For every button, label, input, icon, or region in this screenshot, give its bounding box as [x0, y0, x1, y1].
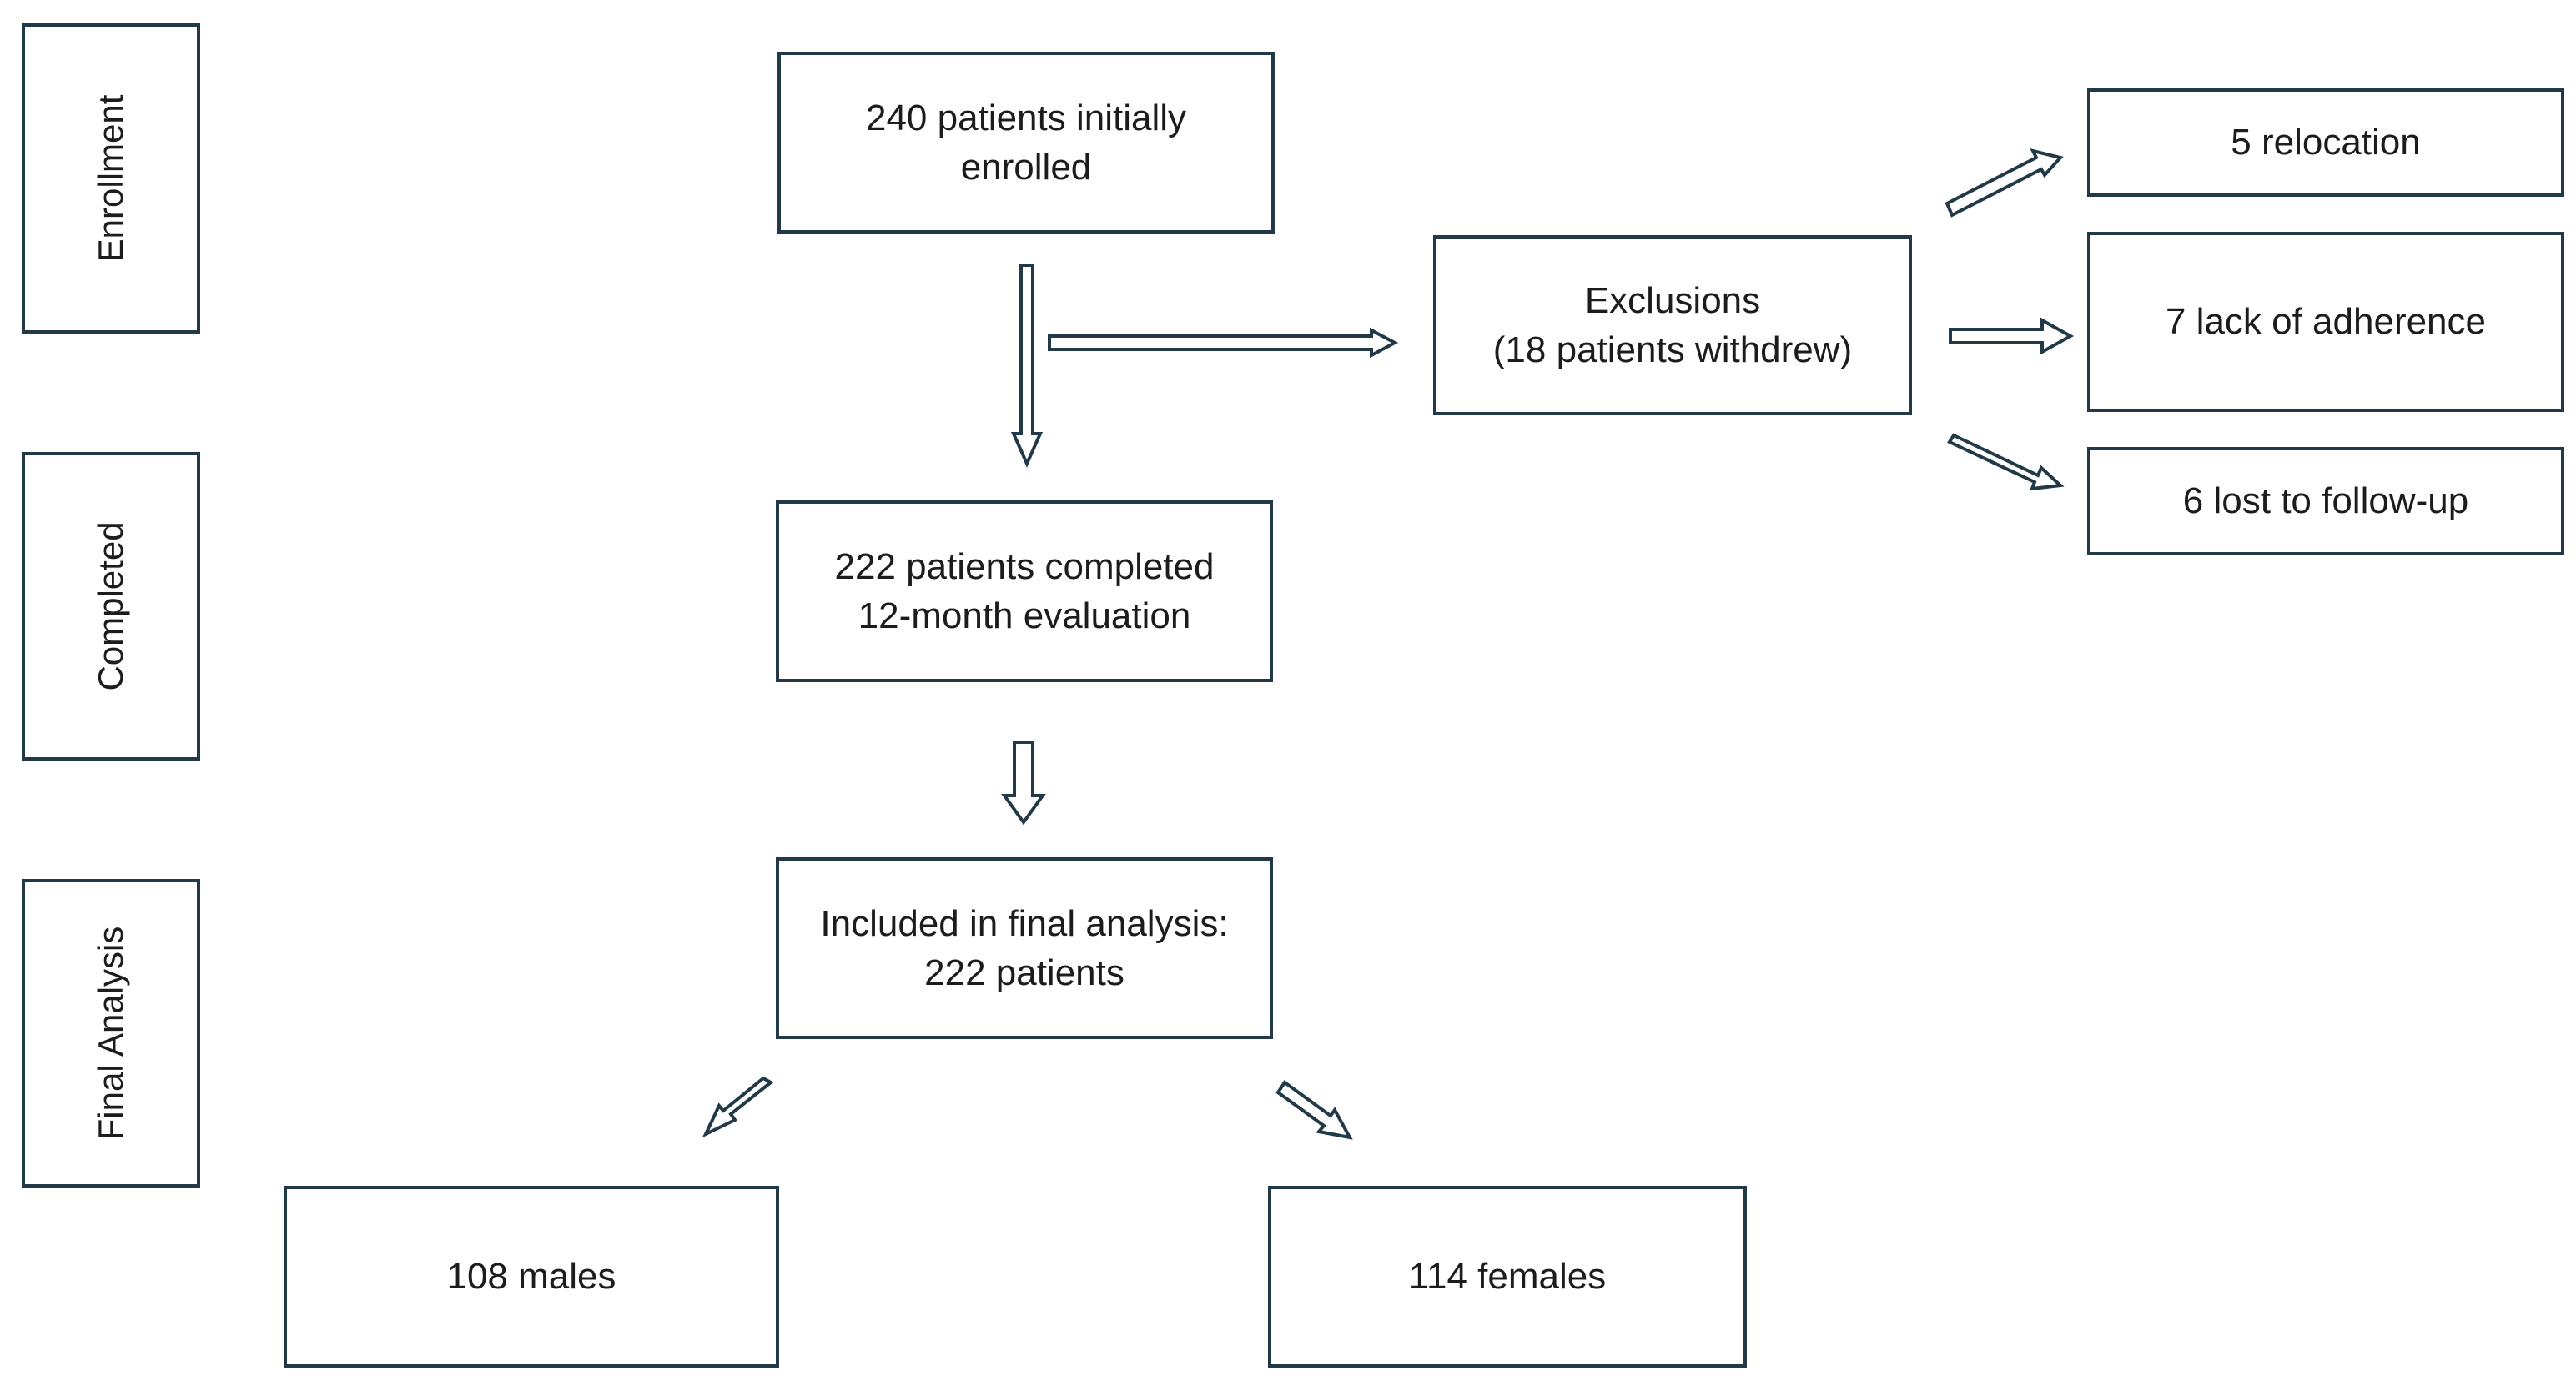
stage-final-analysis: Final Analysis	[22, 879, 200, 1188]
box-completed-line1: 222 patients completed	[834, 545, 1215, 587]
box-lack-of-adherence: 7 lack of adherence	[2087, 232, 2564, 412]
arrow-right-to-exclusions	[1048, 327, 1399, 359]
box-males: 108 males	[284, 1186, 779, 1368]
arrow-down-completed-to-included	[1001, 741, 1046, 826]
box-relocation: 5 relocation	[2087, 88, 2564, 197]
box-adherence-text: 7 lack of adherence	[2165, 301, 2487, 343]
box-included: Included in final analysis: 222 patients	[776, 857, 1273, 1039]
box-completed-line2: 12-month evaluation	[858, 595, 1191, 636]
stage-enrollment: Enrollment	[22, 23, 200, 334]
box-relocation-text: 5 relocation	[2231, 122, 2421, 163]
box-included-line2: 222 patients	[924, 952, 1124, 993]
box-enrolled: 240 patients initially enrolled	[777, 52, 1275, 234]
arrow-to-relocation	[1945, 148, 2064, 218]
arrow-to-males	[702, 1076, 774, 1138]
box-females: 114 females	[1268, 1186, 1747, 1368]
box-exclusions-line2: (18 patients withdrew)	[1492, 329, 1853, 370]
box-exclusions-line1: Exclusions	[1584, 279, 1761, 321]
box-exclusions: Exclusions (18 patients withdrew)	[1433, 235, 1912, 415]
arrow-down-enrolled-to-completed	[1010, 264, 1044, 468]
stage-completed: Completed	[22, 452, 200, 761]
arrow-to-females	[1275, 1080, 1353, 1140]
box-included-line1: Included in final analysis:	[820, 902, 1229, 944]
box-enrolled-line2: enrolled	[960, 147, 1092, 188]
box-males-text: 108 males	[446, 1256, 616, 1298]
box-completed: 222 patients completed 12-month evaluati…	[776, 500, 1273, 682]
box-lost-to-follow-up: 6 lost to follow-up	[2087, 447, 2564, 555]
arrow-to-lost	[1947, 433, 2065, 491]
box-lost-text: 6 lost to follow-up	[2182, 480, 2469, 522]
box-enrolled-line1: 240 patients initially	[865, 97, 1186, 138]
arrow-to-adherence	[1949, 317, 2075, 355]
box-females-text: 114 females	[1408, 1256, 1607, 1298]
